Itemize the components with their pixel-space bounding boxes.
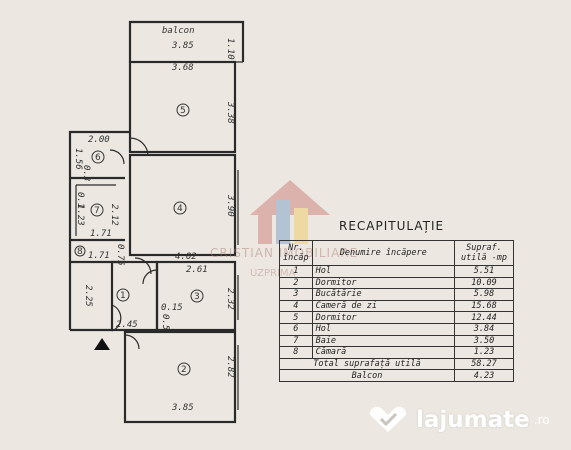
row-nr: 1 [279,265,313,278]
svg-text:1: 1 [120,291,126,301]
header-area: Supraf. utilă -mp [454,240,514,266]
row-nr: 7 [279,334,313,348]
room-marker-7: 7 [90,203,104,217]
dim-r6-small: 0.3 [81,165,91,181]
recap-table: Nr. încăp Denumire încăpere Supraf. util… [279,240,514,382]
dim-r4-h: 3.90 [225,194,235,217]
dim-r1-w: 2.45 [116,320,138,330]
dim-r7-a: 0.1 [75,192,85,208]
room-marker-3: 3 [190,289,204,303]
entrance-arrow-icon [94,338,110,350]
row-name: Baie [311,334,456,348]
room-marker-8: 8 [74,245,86,257]
svg-text:2: 2 [181,365,187,375]
row-nr: 4 [279,299,313,313]
dim-r7-b: 1.23 [75,204,85,226]
dim-r3-b: 0.5 [160,314,170,330]
lajumate-logo[interactable]: lajumate .ro [366,405,550,435]
row-nr: 5 [279,311,313,324]
dim-r6-h: 1.56 [73,148,83,170]
svg-text:6: 6 [95,153,101,163]
balcon-label: Balcon [279,369,455,382]
svg-text:8: 8 [77,247,83,257]
total-label: Total suprafață utilă [279,357,455,371]
dim-r8-d: 0.75 [115,244,125,266]
row-nr: 3 [279,288,313,301]
dim-r5-w: 3.68 [171,63,194,73]
dim-r4-w: 4.02 [175,252,197,262]
heart-icon [369,406,407,432]
recap-total-row: Total suprafață utilă 58.27 [279,357,514,371]
row-nr: 2 [279,276,313,290]
row-name: Hol [311,265,456,278]
row-name: Dormitor [311,276,456,290]
dim-r3-h: 2.32 [225,288,235,310]
row-area: 12.44 [454,311,514,324]
row-nr: 6 [279,322,313,336]
dim-r7-w: 1.71 [90,229,112,239]
dim-balcon-d: 1.10 [225,38,235,60]
row-name: Hol [311,322,456,336]
row-name: Cameră de zi [311,299,456,313]
dim-r3-a: 0.15 [161,303,183,313]
row-name: Bucătărie [311,288,456,301]
recap-header-row: Nr. încăp Denumire încăpere Supraf. util… [279,240,514,266]
dim-r1-h: 2.25 [83,285,93,307]
row-nr: 8 [279,346,313,359]
row-area: 5.51 [454,265,514,278]
room-marker-2: 2 [177,362,191,376]
row-area: 5.98 [454,288,514,301]
logo-text: lajumate [416,407,530,433]
dim-balcon-w: 3.85 [171,41,194,51]
dim-r8-w: 1.71 [88,251,110,261]
watermark-house-icon [250,180,330,244]
balcon-value: 4.23 [454,369,514,382]
dim-r2-h: 2.82 [225,356,235,378]
svg-text:5: 5 [180,106,186,116]
row-area: 3.50 [454,334,514,348]
svg-text:3: 3 [194,292,200,302]
svg-text:4: 4 [177,204,183,214]
dim-r3-w: 2.61 [186,265,208,275]
row-area: 15.68 [454,299,514,313]
room-marker-4: 4 [173,201,187,215]
header-name: Denumire încăpere [311,240,456,266]
recap-balcon-row: Balcon 4.23 [279,369,514,382]
row-name: Cămară [311,346,456,359]
header-nr: Nr. încăp [279,240,313,266]
room-marker-6: 6 [91,150,105,164]
room-marker-1: 1 [116,288,130,302]
room-marker-5: 5 [176,103,190,117]
row-name: Dormitor [311,311,456,324]
dim-r2-w: 3.85 [171,403,194,413]
label-balcon: balcon [162,26,195,36]
row-area: 3.84 [454,322,514,336]
total-value: 58.27 [454,357,514,371]
svg-text:7: 7 [94,206,100,216]
watermark-subtext: UZPRIMA [250,268,296,279]
row-area: 10.09 [454,276,514,290]
dim-r5-h: 3.38 [225,101,235,124]
recap-title: RECAPITULAȚIE [339,219,445,233]
dim-r7-h: 2.12 [109,204,119,226]
row-area: 1.23 [454,346,514,359]
dim-r6-w: 2.00 [88,135,110,145]
logo-suffix: .ro [533,413,550,427]
